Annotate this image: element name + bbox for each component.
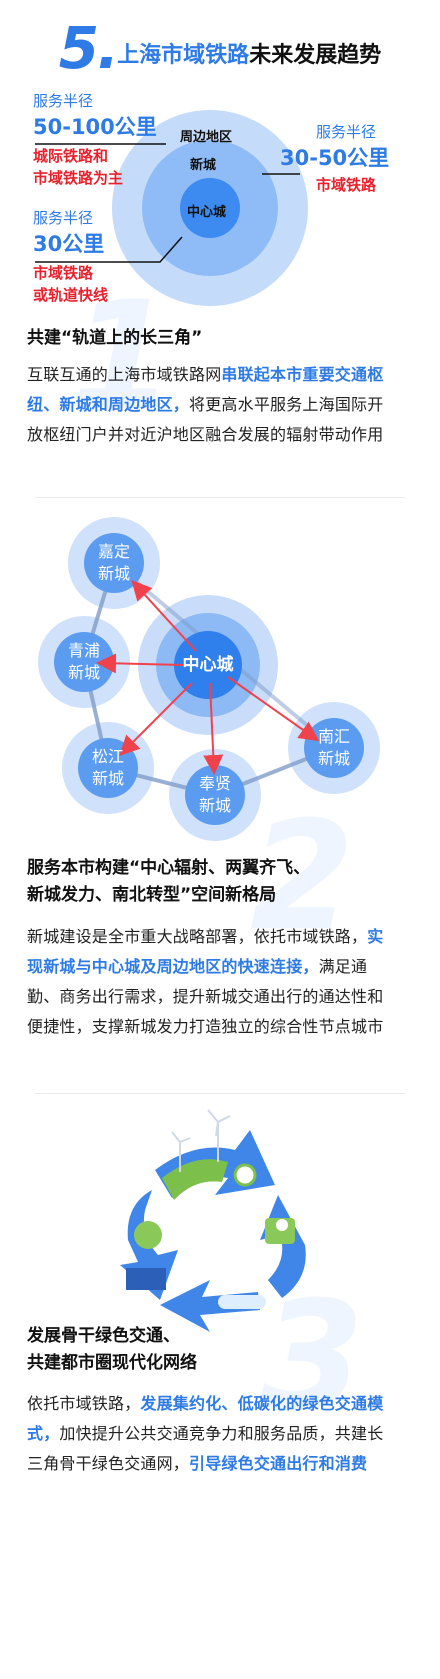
section3-paragraph: 依托市域铁路，发展集约化、低碳化的绿色交通模式，加快提升公共交通竞争力和服务品质… <box>27 1394 384 1473</box>
page-title: 5.上海市域铁路未来发展趋势 <box>0 14 440 82</box>
node-fengxian <box>185 765 245 825</box>
divider-1 <box>35 497 405 498</box>
green-transport-illustration <box>120 1109 306 1332</box>
ring-inner <box>180 178 240 238</box>
node-jiading <box>84 533 144 593</box>
node-label-nanhui: 南汇新城 <box>317 727 350 768</box>
network-diagram <box>38 517 380 841</box>
title-blue: 上海市域铁路 <box>117 43 250 68</box>
wifi-icon <box>276 1219 288 1231</box>
recycle-arrow-bottom <box>160 1280 260 1332</box>
section1-paragraph: 互联互通的上海市域铁路网串联起本市重要交通枢纽、新城和周边地区，将更高水平服务上… <box>27 365 384 444</box>
section2-paragraph: 新城建设是全市重大战略部署，依托市域铁路，实现新城与中心城及周边地区的快速连接，… <box>27 927 384 1036</box>
check-icon <box>233 1163 257 1187</box>
radius-label-left-top: 服务半径 50-100公里 城际铁路和 市域铁路为主 <box>33 92 157 187</box>
radius-diagram <box>35 110 308 306</box>
node-label-center: 中心城 <box>182 655 234 675</box>
section3-number: 3 <box>260 1270 365 1444</box>
node-label-qingpu: 青浦新城 <box>67 641 100 682</box>
leader-line-3 <box>35 236 183 263</box>
node-label-songjiang: 松江新城 <box>91 747 124 788</box>
section2-heading: 服务本市构建“中心辐射、两翼齐飞、新城发力、南北转型”空间新格局 <box>27 858 311 905</box>
radius-label-left-bottom: 服务半径 30公里 市域铁路 或轨道快线 <box>33 209 109 304</box>
section2-number: 2 <box>250 790 355 964</box>
leaf-icon <box>134 1221 162 1249</box>
title-black: 未来发展趋势 <box>249 43 382 68</box>
divider-2 <box>35 1093 405 1094</box>
recycle-arrow-right <box>260 1195 306 1298</box>
ring-inner-label: 中心城 <box>187 205 227 220</box>
section1-number: 1 <box>70 270 175 444</box>
section3-heading: 发展骨干绿色交通、共建都市圈现代化网络 <box>27 1326 197 1373</box>
wind-turbine-icon <box>171 1109 231 1172</box>
radius-label-right: 服务半径 30-50公里 市域铁路 <box>280 123 390 194</box>
title-number: 5. <box>58 14 119 82</box>
node-label-fengxian: 奉贤新城 <box>198 774 231 815</box>
ring-outer-label: 周边地区 <box>180 130 233 145</box>
node-label-jiading: 嘉定新城 <box>97 542 130 583</box>
node-center <box>174 631 242 699</box>
section1-heading: 共建“轨道上的长三角” <box>27 328 203 348</box>
ring-middle-label: 新城 <box>190 158 217 173</box>
radial-arrows <box>96 580 320 775</box>
node-qingpu <box>54 632 114 692</box>
